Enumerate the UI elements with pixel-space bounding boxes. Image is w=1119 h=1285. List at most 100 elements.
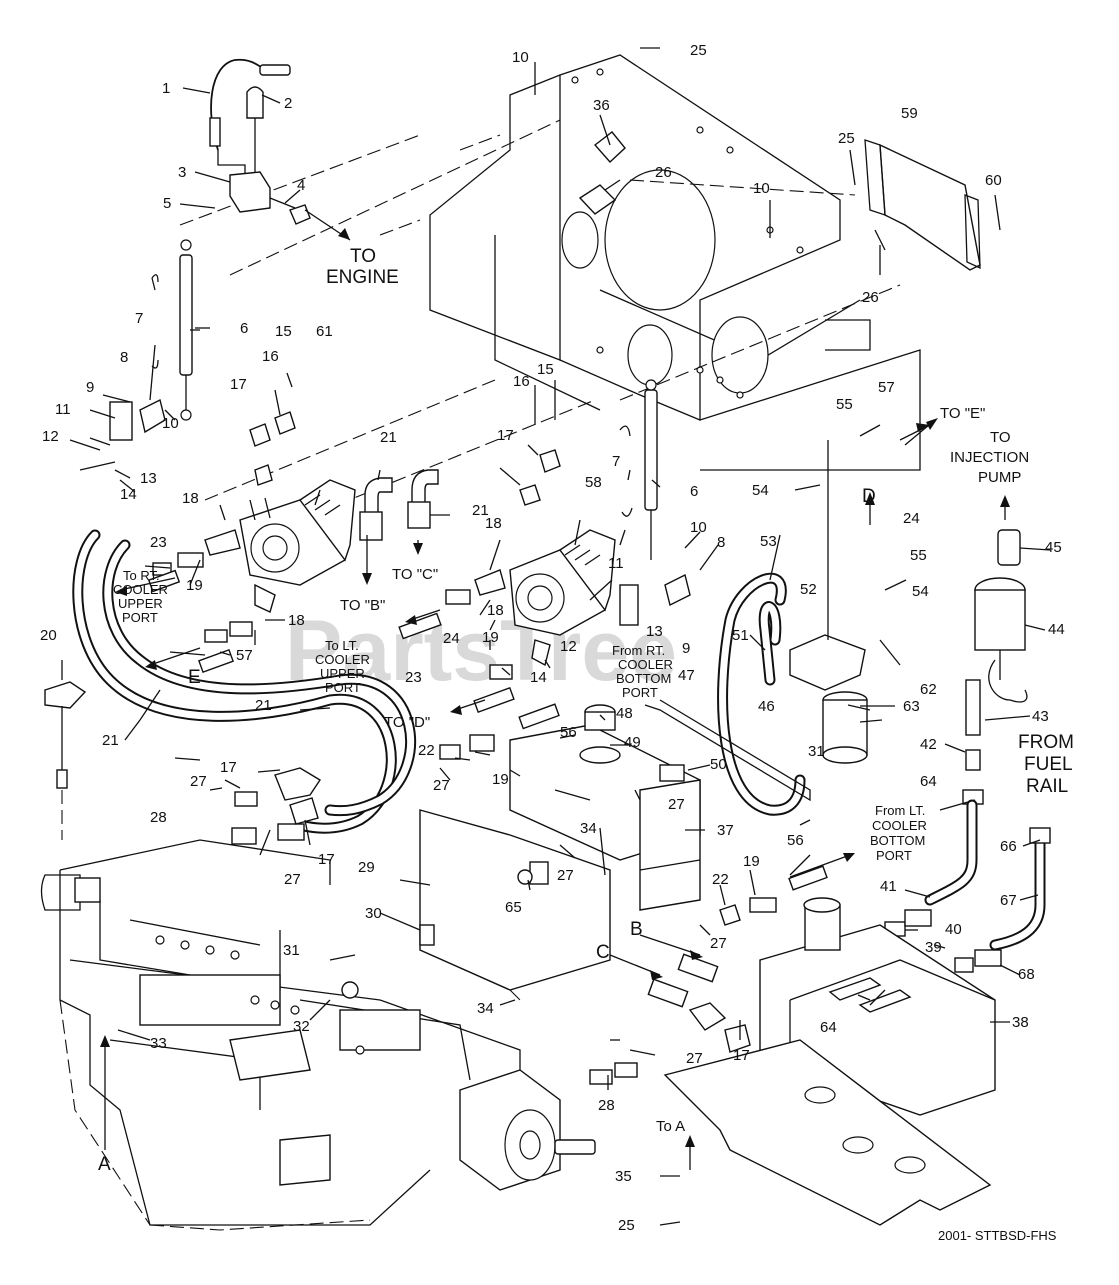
callout-27[interactable]: 27 <box>284 871 301 888</box>
callout-19[interactable]: 19 <box>482 629 499 646</box>
callout-50[interactable]: 50 <box>710 756 727 773</box>
callout-53[interactable]: 53 <box>760 533 777 550</box>
callout-17[interactable]: 17 <box>497 427 514 444</box>
callout-23[interactable]: 23 <box>150 534 167 551</box>
callout-5[interactable]: 5 <box>163 195 171 212</box>
callout-9[interactable]: 9 <box>682 640 690 657</box>
callout-43[interactable]: 43 <box>1032 708 1049 725</box>
callout-31[interactable]: 31 <box>283 942 300 959</box>
callout-68[interactable]: 68 <box>1018 966 1035 983</box>
callout-28[interactable]: 28 <box>150 809 167 826</box>
callout-65[interactable]: 65 <box>505 899 522 916</box>
callout-4[interactable]: 4 <box>297 177 305 194</box>
callout-2[interactable]: 2 <box>284 95 292 112</box>
callout-61[interactable]: 61 <box>316 323 333 340</box>
callout-10[interactable]: 10 <box>162 415 179 432</box>
callout-55[interactable]: 55 <box>836 396 853 413</box>
callout-21[interactable]: 21 <box>380 429 397 446</box>
callout-13[interactable]: 13 <box>646 623 663 640</box>
callout-34[interactable]: 34 <box>580 820 597 837</box>
callout-15[interactable]: 15 <box>275 323 292 340</box>
callout-19[interactable]: 19 <box>743 853 760 870</box>
callout-35[interactable]: 35 <box>615 1168 632 1185</box>
callout-27[interactable]: 27 <box>710 935 727 952</box>
callout-17[interactable]: 17 <box>230 376 247 393</box>
callout-26[interactable]: 26 <box>655 164 672 181</box>
callout-16[interactable]: 16 <box>262 348 279 365</box>
callout-42[interactable]: 42 <box>920 736 937 753</box>
callout-58[interactable]: 58 <box>585 474 602 491</box>
callout-47[interactable]: 47 <box>678 667 695 684</box>
callout-25[interactable]: 25 <box>690 42 707 59</box>
callout-18[interactable]: 18 <box>182 490 199 507</box>
callout-45[interactable]: 45 <box>1045 539 1062 556</box>
callout-8[interactable]: 8 <box>120 349 128 366</box>
callout-22[interactable]: 22 <box>712 871 729 888</box>
callout-6[interactable]: 6 <box>240 320 248 337</box>
callout-63[interactable]: 63 <box>903 698 920 715</box>
callout-64[interactable]: 64 <box>920 773 937 790</box>
callout-56[interactable]: 56 <box>787 832 804 849</box>
callout-27[interactable]: 27 <box>668 796 685 813</box>
callout-6[interactable]: 6 <box>690 483 698 500</box>
callout-59[interactable]: 59 <box>901 105 918 122</box>
callout-39[interactable]: 39 <box>925 939 942 956</box>
callout-7[interactable]: 7 <box>135 310 143 327</box>
callout-56[interactable]: 56 <box>560 724 577 741</box>
callout-49[interactable]: 49 <box>624 734 641 751</box>
callout-19[interactable]: 19 <box>492 771 509 788</box>
callout-12[interactable]: 12 <box>560 638 577 655</box>
callout-46[interactable]: 46 <box>758 698 775 715</box>
callout-41[interactable]: 41 <box>880 878 897 895</box>
callout-57[interactable]: 57 <box>236 647 253 664</box>
callout-29[interactable]: 29 <box>358 859 375 876</box>
callout-18[interactable]: 18 <box>485 515 502 532</box>
callout-14[interactable]: 14 <box>120 486 137 503</box>
callout-14[interactable]: 14 <box>530 669 547 686</box>
callout-9[interactable]: 9 <box>86 379 94 396</box>
callout-11[interactable]: 11 <box>55 401 71 418</box>
callout-26[interactable]: 26 <box>862 289 879 306</box>
callout-55[interactable]: 55 <box>910 547 927 564</box>
callout-1[interactable]: 1 <box>162 80 170 97</box>
callout-13[interactable]: 13 <box>140 470 157 487</box>
callout-57[interactable]: 57 <box>878 379 895 396</box>
callout-10[interactable]: 10 <box>753 180 770 197</box>
callout-21[interactable]: 21 <box>472 502 489 519</box>
callout-62[interactable]: 62 <box>920 681 937 698</box>
callout-8[interactable]: 8 <box>717 534 725 551</box>
callout-24[interactable]: 24 <box>443 630 460 647</box>
callout-33[interactable]: 33 <box>150 1035 167 1052</box>
callout-27[interactable]: 27 <box>433 777 450 794</box>
callout-34[interactable]: 34 <box>477 1000 494 1017</box>
callout-3[interactable]: 3 <box>178 164 186 181</box>
callout-12[interactable]: 12 <box>42 428 59 445</box>
callout-54[interactable]: 54 <box>912 583 929 600</box>
callout-36[interactable]: 36 <box>593 97 610 114</box>
callout-11[interactable]: 11 <box>608 555 624 572</box>
callout-24[interactable]: 24 <box>903 510 920 527</box>
callout-23[interactable]: 23 <box>405 669 422 686</box>
callout-38[interactable]: 38 <box>1012 1014 1029 1031</box>
callout-25[interactable]: 25 <box>838 130 855 147</box>
callout-25[interactable]: 25 <box>618 1217 635 1234</box>
callout-40[interactable]: 40 <box>945 921 962 938</box>
callout-27[interactable]: 27 <box>190 773 207 790</box>
callout-28[interactable]: 28 <box>598 1097 615 1114</box>
callout-22[interactable]: 22 <box>418 742 435 759</box>
callout-37[interactable]: 37 <box>717 822 734 839</box>
callout-48[interactable]: 48 <box>616 705 633 722</box>
callout-10[interactable]: 10 <box>512 49 529 66</box>
callout-17[interactable]: 17 <box>733 1047 750 1064</box>
callout-18[interactable]: 18 <box>288 612 305 629</box>
callout-64[interactable]: 64 <box>820 1019 837 1036</box>
callout-16[interactable]: 16 <box>513 373 530 390</box>
callout-18[interactable]: 18 <box>487 602 504 619</box>
callout-17[interactable]: 17 <box>220 759 237 776</box>
callout-7[interactable]: 7 <box>612 453 620 470</box>
callout-52[interactable]: 52 <box>800 581 817 598</box>
callout-27[interactable]: 27 <box>686 1050 703 1067</box>
callout-30[interactable]: 30 <box>365 905 382 922</box>
callout-21[interactable]: 21 <box>255 697 272 714</box>
callout-31[interactable]: 31 <box>808 743 825 760</box>
